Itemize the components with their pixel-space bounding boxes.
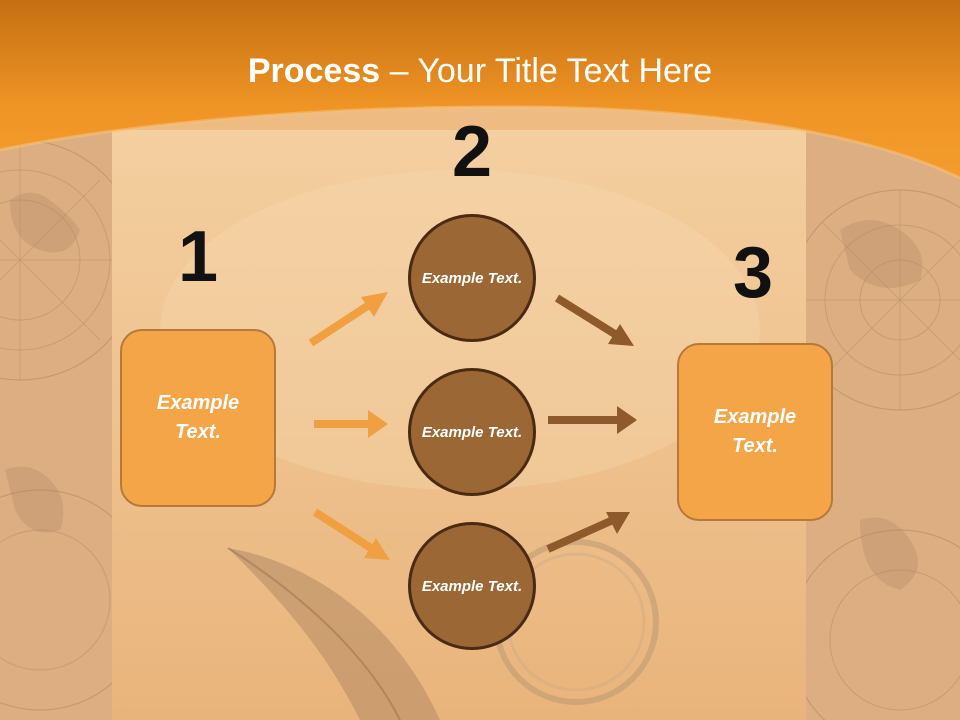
circle-top-text: Example Text. [421, 269, 523, 287]
step-3-text: Example Text. [713, 406, 797, 457]
step-number-3: 3 [732, 233, 774, 313]
left-map-panel [0, 130, 151, 720]
step-number-1: 1 [177, 217, 219, 297]
header-band [0, 0, 960, 178]
title-bold: Process [247, 52, 381, 90]
quill-feather [228, 548, 440, 720]
step-number-2: 2 [451, 112, 493, 192]
circle-top: Example Text. [408, 214, 536, 342]
arrow-1-to-2-middle [314, 410, 388, 438]
arrow-2-to-3-bottom [546, 512, 630, 553]
arrow-2-to-3-top [554, 294, 634, 346]
arrow-1-to-2-top [308, 292, 388, 347]
slide-title: Process – Your Title Text Here [0, 52, 960, 91]
step-1-box: Example Text. [120, 329, 276, 507]
circle-middle: Example Text. [408, 368, 536, 496]
arrow-1-to-2-bottom [312, 508, 390, 560]
step-1-text: Example Text. [156, 392, 240, 443]
step-3-box: Example Text. [677, 343, 833, 521]
arrow-2-to-3-middle [548, 406, 637, 434]
right-map-panel [789, 130, 960, 720]
title-rest: – Your Title Text Here [380, 52, 713, 90]
circle-bottom-text: Example Text. [421, 577, 523, 595]
circle-bottom: Example Text. [408, 522, 536, 650]
circle-middle-text: Example Text. [421, 423, 523, 441]
